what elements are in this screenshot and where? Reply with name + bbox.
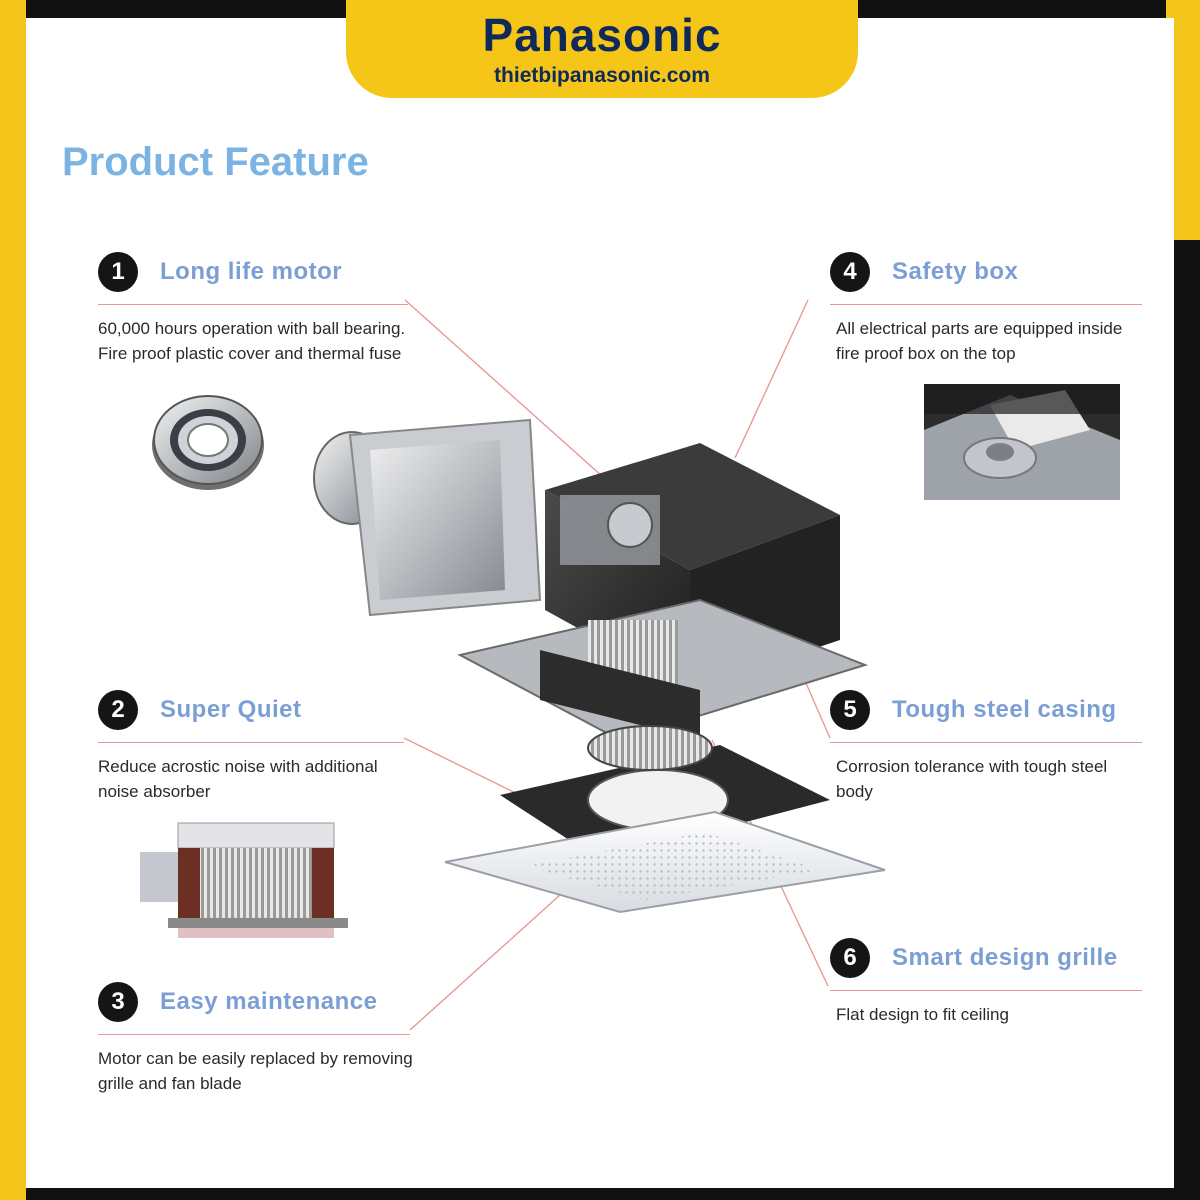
feature-number-badge: 5 <box>830 690 870 730</box>
safety-box-image <box>924 384 1120 500</box>
feature-description: 60,000 hours operation with ball bearing… <box>98 319 406 363</box>
feature-description: Corrosion tolerance with tough steel bod… <box>836 757 1108 801</box>
ventilation-fan-illustration <box>313 418 886 914</box>
ball-bearing-image <box>152 395 264 490</box>
feature-number-badge: 3 <box>98 982 138 1022</box>
page-title: Product Feature <box>62 140 369 184</box>
feature-number-badge: 4 <box>830 252 870 292</box>
feature-title: Safety box <box>892 258 1019 285</box>
feature-title: Long life motor <box>160 258 343 285</box>
feature-number-badge: 6 <box>830 938 870 978</box>
noise-absorber-image <box>140 822 348 938</box>
leader-line-3 <box>409 894 561 1031</box>
feature-number-badge: 1 <box>98 252 138 292</box>
brand-website: thietbipanasonic.com <box>494 64 710 87</box>
feature-title: Easy maintenance <box>160 988 378 1015</box>
feature-divider <box>830 742 1142 743</box>
feature-title: Tough steel casing <box>892 696 1117 723</box>
feature-divider <box>98 304 408 305</box>
feature-description: All electrical parts are equipped inside… <box>836 319 1123 363</box>
leader-line-4 <box>734 299 809 459</box>
brand-logo: Panasonic <box>482 9 722 61</box>
feature-description: Flat design to fit ceiling <box>836 1005 1009 1024</box>
brand-header: Panasonic thietbipanasonic.com <box>346 0 858 98</box>
feature-title: Smart design grille <box>892 944 1118 971</box>
feature-divider <box>98 1034 410 1035</box>
feature-title: Super Quiet <box>160 696 302 723</box>
frame-yellow-stripe-left <box>0 0 26 1200</box>
feature-description: Motor can be easily replaced by removing… <box>98 1049 413 1093</box>
feature-divider <box>98 742 404 743</box>
feature-divider <box>830 304 1142 305</box>
feature-description: Reduce acrostic noise with additional no… <box>98 757 378 801</box>
feature-number-badge: 2 <box>98 690 138 730</box>
feature-divider <box>830 990 1142 991</box>
